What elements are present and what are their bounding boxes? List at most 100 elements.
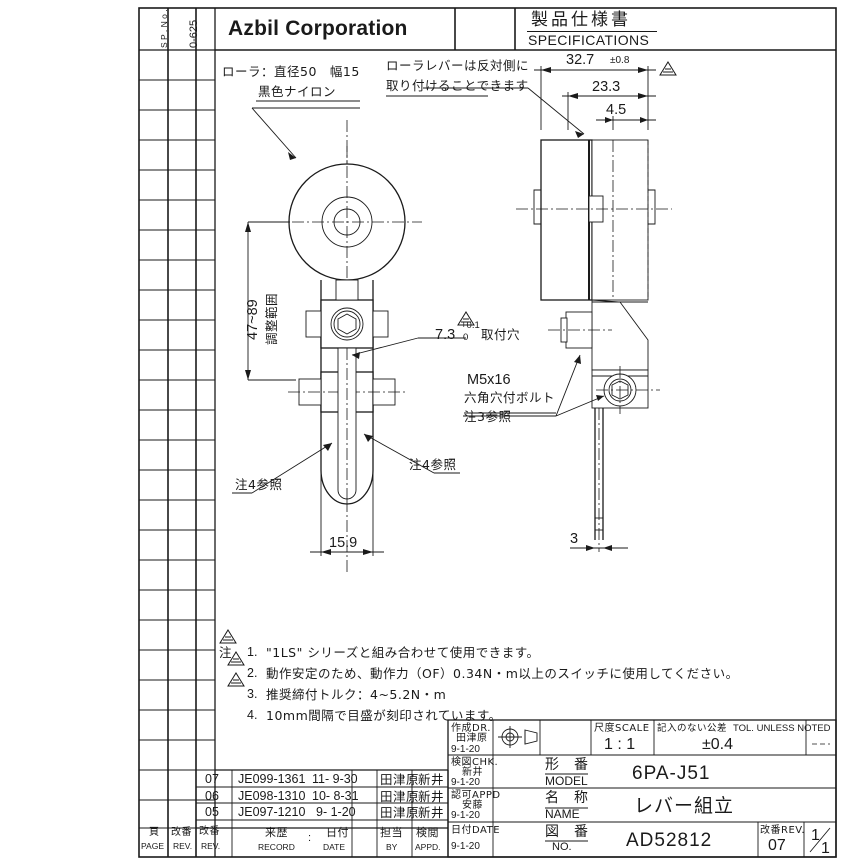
adjust-range-value: 47~89	[245, 299, 261, 340]
titleblock-scale-label: 尺度SCALE	[594, 723, 650, 734]
rev-header-rev2-en: REV.	[201, 841, 221, 851]
note-text-3: 推奨締付トルク：4~5.2N・m	[266, 687, 447, 702]
width-dimension-159	[310, 490, 384, 556]
titleblock-drawn-name: 田津原	[456, 733, 488, 744]
titleblock-name-label-en: NAME	[545, 807, 580, 821]
leader-lines-front	[232, 107, 466, 494]
dimension-45: 4.5	[606, 102, 627, 118]
rev-row-1-date: 10- 8-31	[312, 789, 359, 803]
spec-title-jp: 製品仕様書	[531, 10, 631, 30]
titleblock-appd-date: 9-1-20	[451, 810, 480, 821]
titleblock-rev-value: 07	[768, 837, 786, 854]
note4-ref-left: 注4参照	[235, 477, 283, 492]
rev-header-record-en: RECORD	[258, 842, 295, 852]
note-number-4: 4.	[247, 708, 258, 722]
rev-row-2-rev: 05	[205, 805, 219, 819]
rev-row-1-record: JE098-1310	[238, 789, 306, 803]
lever-note-line1: ローラレバーは反対側に	[386, 58, 530, 73]
margin-grid	[139, 79, 215, 829]
titleblock-name-label-jp: 名 称	[545, 790, 589, 806]
rev-header-appd-en: APPD.	[415, 842, 441, 852]
rev-header-colon: :	[308, 832, 312, 844]
dimension-327: 32.7	[566, 52, 595, 68]
dimension-327-tolerance: ±0.8	[610, 55, 630, 66]
titleblock-chk-date: 9-1-20	[451, 777, 480, 788]
rev-header-rev2-jp: 改番	[199, 826, 220, 837]
titleblock-no-label-en: NO.	[552, 841, 572, 853]
rev-header-appd-jp: 検閲	[416, 826, 439, 839]
rev-row-0-record: JE099-1361	[238, 772, 306, 786]
rev-header-rev-jp: 改番	[171, 827, 192, 838]
titleblock-tol-value: ±0.4	[702, 736, 734, 753]
rev-row-0-rev: 07	[205, 772, 219, 786]
titleblock-rev-label: 改番REV.	[760, 825, 805, 836]
rev-header-by-en: BY	[386, 842, 398, 852]
rev-row-2-record: JE097-1210	[238, 805, 306, 819]
rev-row-0-date: 11- 9-30	[312, 772, 358, 786]
roller-note-line2: 黒色ナイロン	[258, 84, 337, 99]
titleblock-scale-value: 1 : 1	[604, 736, 636, 753]
hole-tolerance-upper: +0.1	[461, 320, 480, 331]
notes-header: 注	[219, 645, 233, 660]
annotation-underlines	[256, 95, 556, 414]
titleblock-tol-label-en: TOL. UNLESS NOTED	[733, 723, 831, 734]
note-number-1: 1.	[247, 645, 258, 659]
rev-row-2-appd: 新井	[418, 805, 445, 820]
titleblock-model-value: 6PA-J51	[632, 763, 711, 784]
leader-lines-side	[423, 87, 605, 417]
titleblock-no-value: AD52812	[626, 830, 713, 851]
spec-title-en: SPECIFICATIONS	[528, 32, 650, 48]
bolt-spec-line2: 六角穴付ボルト	[464, 390, 556, 405]
title-block-lines	[447, 719, 837, 858]
adjust-range-dimension	[245, 221, 296, 381]
sp-no-value: 0-625	[188, 19, 200, 48]
note-text-4: 10mm間隔で目盛が刻印されています。	[266, 708, 502, 723]
titleblock-chk-label: 検図CHK.	[451, 757, 499, 768]
company-name: Azbil Corporation	[228, 17, 408, 40]
titleblock-name-value: レバー組立	[634, 795, 735, 817]
titleblock-appd-label: 認可APPD	[451, 790, 501, 801]
dimension-3: 3	[570, 531, 579, 547]
note-text-2: 動作安定のため、動作力（OF）0.34N・m以上のスイッチに使用してください。	[266, 666, 739, 681]
titleblock-drawn-date: 9-1-20	[451, 744, 480, 755]
hole-tolerance-lower: 0	[463, 332, 469, 343]
rev-header-record-jp: 来歴	[265, 826, 288, 839]
titleblock-drawn-label: 作成DR.	[451, 723, 491, 734]
note-text-1: "1LS" シリーズと組み合わせて使用できます。	[266, 645, 540, 660]
rev-row-2-date: 9- 1-20	[316, 805, 356, 819]
titleblock-appd-name: 安藤	[462, 800, 483, 811]
dimension-233: 23.3	[592, 79, 621, 95]
note4-ref-right: 注4参照	[409, 457, 457, 472]
titleblock-chk-name: 新井	[462, 767, 483, 778]
note-number-2: 2.	[247, 666, 258, 680]
bolt-spec-line1: M5x16	[467, 372, 511, 388]
rev-row-1-by: 田津原	[380, 789, 420, 804]
rev-header-date-jp: 日付	[326, 826, 349, 839]
rev-row-2-by: 田津原	[380, 805, 420, 820]
titleblock-model-label-jp: 形 番	[545, 757, 589, 773]
dimension-159: 15.9	[329, 535, 358, 551]
rev-header-page-jp: 頁	[149, 827, 160, 838]
hole-label: 取付穴	[481, 327, 521, 342]
front-view	[272, 120, 422, 575]
rev-row-0-appd: 新井	[418, 772, 445, 787]
side-view	[516, 139, 672, 552]
hole-dimension-value: 7.3	[435, 327, 456, 343]
rev-row-1-appd: 新井	[418, 789, 445, 804]
rev-row-0-by: 田津原	[380, 772, 420, 787]
titleblock-page-den: 1	[821, 840, 830, 857]
roller-note-line1: ローラ：直径50 幅15	[222, 64, 360, 79]
titleblock-tol-label-jp: 記入のない公差	[657, 723, 728, 734]
sp-no-label: S P . N o .	[159, 9, 169, 48]
rev-header-by-jp: 担当	[380, 826, 403, 839]
bolt-spec-line3: 注3参照	[464, 409, 512, 424]
titleblock-date-label: 日付DATE	[451, 825, 501, 836]
rev-header-date-en: DATE	[323, 842, 346, 852]
titleblock-page-num: 1	[811, 827, 820, 844]
titleblock-date-value: 9-1-20	[451, 841, 480, 852]
side-view-dimensions	[534, 66, 656, 551]
spec-title-underline	[527, 31, 657, 32]
titleblock-no-label-jp: 図 番	[545, 824, 589, 840]
lever-note-line2: 取り付けることできます	[386, 78, 529, 93]
